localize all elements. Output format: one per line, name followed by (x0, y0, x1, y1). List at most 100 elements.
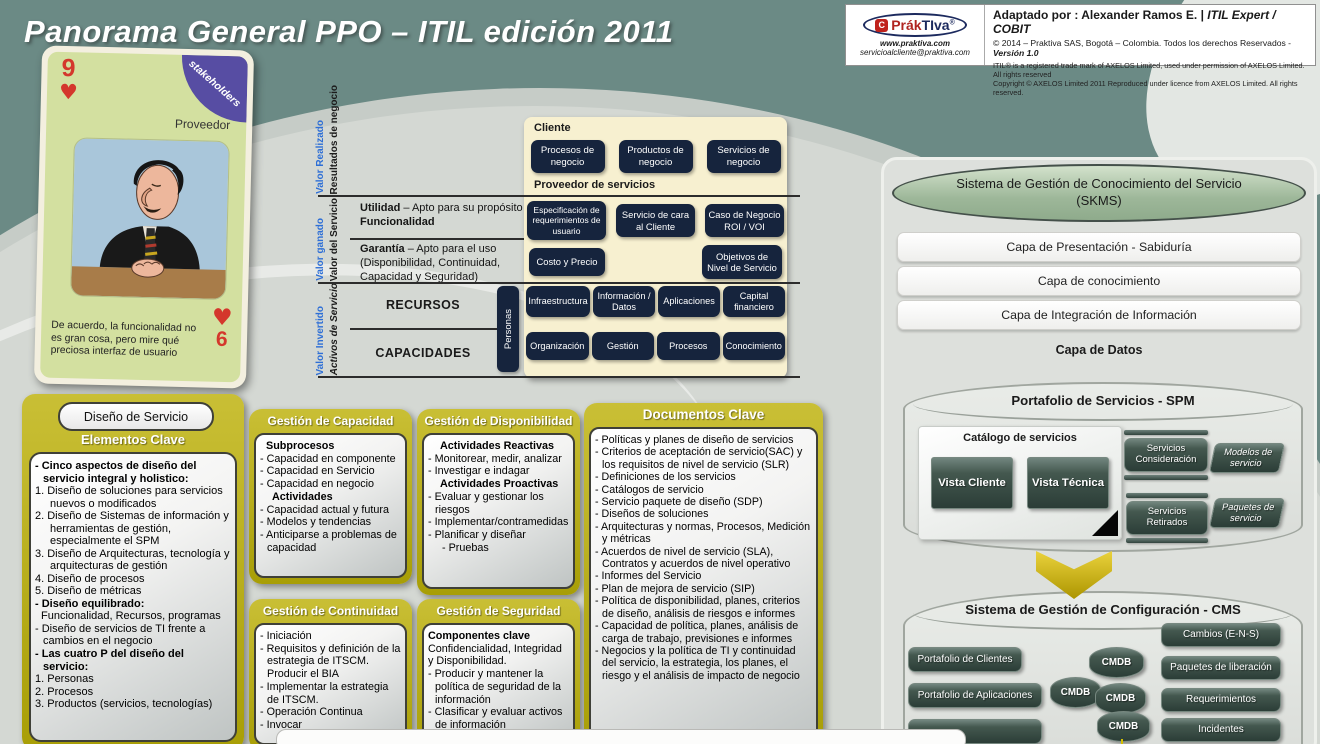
gestion-continuidad-panel: Gestión de Continuidad - Iniciación- Req… (249, 599, 412, 744)
cliente-heading: Cliente (534, 122, 571, 134)
gestion-capacidad-panel: Gestión de Capacidad Subprocesos- Capaci… (249, 409, 412, 584)
corner-triangle (1092, 510, 1118, 536)
capacidad-box: Conocimiento (722, 332, 785, 360)
gestion-continuidad-list: - Iniciación- Requisitos y definición de… (254, 623, 407, 744)
elementos-clave-list: - Cinco aspectos de diseño del servicio … (29, 452, 237, 742)
legal-line-2: Copyright © AXELOS Limited 2011 Reproduc… (993, 79, 1298, 97)
disponibilidad-item: - Pruebas (442, 541, 489, 554)
connector-line (1121, 739, 1123, 744)
capacidad-item: - Capacidad actual y futura (260, 503, 390, 516)
seguridad-item: - Clasificar y evaluar activos de inform… (428, 706, 563, 732)
value-row-1-labels: Valor Realizado Resultados de negocio (315, 85, 340, 194)
capacidad-item: Actividades (272, 490, 333, 503)
gestion-disponibilidad-list: Actividades Reactivas- Monitorear, medir… (422, 433, 575, 589)
praktiva-logo: C PrákTIva® (863, 13, 967, 37)
divider-line (318, 195, 800, 197)
heart-icon: ♥ (58, 79, 79, 105)
activos-servicio-label: Activos de Servicio (328, 282, 340, 375)
value-row-2-labels: Valor ganado Valor del Servicio (315, 198, 340, 281)
diseno-item: - Las cuatro P del diseño del servicio: (35, 647, 184, 673)
continuidad-item: - Implementar la estrategia de ITSCM. (260, 680, 389, 706)
documentos-clave-title: Documentos Clave (642, 407, 765, 422)
diseno-servicio-title: Diseño de Servicio (58, 402, 214, 431)
diseno-item: 1. Diseño de soluciones para servicios n… (35, 485, 223, 510)
diseno-item: - Cinco aspectos de diseño del servicio … (35, 460, 197, 485)
documento-item: - Servicio paquete de diseño (SDP) (595, 496, 763, 509)
utilidad-box: Especificación de requerimientos de usua… (527, 201, 606, 240)
spm-cylinder-rim (913, 387, 1293, 421)
capa-de-datos-label: Capa de Datos (1055, 343, 1143, 357)
capacidad-item: - Capacidad en negocio (260, 478, 375, 491)
paquetes-liberacion-box: Paquetes de liberación (1161, 656, 1281, 680)
stack-bar (1126, 493, 1208, 498)
recurso-box: Aplicaciones (658, 286, 720, 317)
card-rank-top: 9 (61, 53, 76, 83)
diseno-item: 3. Productos (servicios, tecnologías) (35, 698, 213, 711)
diseno-item: - Diseño de servicios de TI frente a cam… (35, 622, 206, 648)
cms-title: Sistema de Gestión de Configuración - CM… (965, 602, 1241, 617)
continuidad-item: - Invocar (260, 719, 303, 732)
attribution-block: Adaptado por : Alexander Ramos E. | ITIL… (985, 5, 1315, 97)
portafolio-aplicaciones-box: Portafolio de Aplicaciones (908, 683, 1042, 708)
gestion-disponibilidad-title: Gestión de Disponibilidad (424, 413, 573, 428)
utilidad-description: Utilidad – Apto para su propósito Funcio… (360, 202, 523, 228)
capacidad-item: - Anticiparse a problemas de capacidad (260, 529, 397, 554)
servicios-retirados-box: Servicios Retirados (1126, 501, 1208, 535)
stakeholders-badge: stakeholders (180, 54, 248, 123)
skms-layer-bar: Capa de conocimiento (897, 266, 1301, 296)
vista-tecnica-box: Vista Técnica (1027, 457, 1109, 509)
servicios-consideracion-stack: Servicios Consideración (1124, 430, 1208, 480)
documento-item: - Definiciones de los servicios (595, 471, 736, 484)
cartoon-man-graphic (71, 138, 229, 300)
header-attribution: C PrákTIva® www.praktiva.com servicioalc… (845, 4, 1316, 97)
diseno-item: 3. Diseño de Arquitecturas, tecnología y… (35, 547, 230, 573)
cliente-box: Procesos de negocio (530, 140, 605, 173)
card-face: 9 ♥ stakeholders Proveedor (40, 51, 248, 383)
bottom-callout-partial (276, 729, 966, 744)
brand-website: www.praktiva.com (880, 39, 950, 48)
valor-realizado-label: Valor Realizado (315, 120, 326, 194)
catalogo-title: Catálogo de servicios (963, 432, 1077, 444)
value-row-3-labels: Valor Invertido Activos de Servicio (315, 282, 340, 375)
gestion-disponibilidad-panel: Gestión de Disponibilidad Actividades Re… (417, 409, 580, 595)
recurso-box: Infraestructura (526, 286, 590, 317)
cliente-box: Servicios de negocio (706, 140, 781, 173)
stack-bar (1124, 430, 1208, 435)
diseno-servicio-panel: Diseño de Servicio Elementos Clave - Cin… (22, 394, 244, 744)
stack-bar (1124, 475, 1208, 480)
garantia-box-row: Costo y Precio Objetivos de Nivel de Ser… (529, 245, 782, 279)
diseno-item: 5. Diseño de métricas (35, 585, 142, 598)
documento-item: - Arquitecturas y normas, Procesos, Medi… (595, 520, 811, 546)
stakeholder-playing-card: 9 ♥ stakeholders Proveedor (33, 45, 255, 389)
capacidad-box: Procesos (657, 332, 720, 360)
disponibilidad-item: Actividades Reactivas (440, 440, 555, 452)
gestion-continuidad-title: Gestión de Continuidad (262, 603, 399, 618)
cmdb-cylinder: CMDB (1050, 677, 1101, 708)
spm-cylinder: Portafolio de Servicios - SPM Catálogo d… (903, 382, 1303, 552)
service-provider-panel: Cliente Procesos de negocio Productos de … (524, 117, 787, 378)
disponibilidad-item: - Evaluar y gestionar los riesgos (428, 490, 544, 516)
cliente-box: Productos de negocio (618, 140, 693, 173)
skms-title: Sistema de Gestión de Conocimiento del S… (956, 176, 1242, 192)
documento-item: - Informes del Servicio (595, 570, 702, 583)
utilidad-box-row: Especificación de requerimientos de usua… (527, 201, 784, 240)
documento-item: - Criterios de aceptación de servicio(SA… (595, 446, 803, 471)
disponibilidad-item: - Investigar e indagar (428, 465, 530, 478)
recursos-label: RECURSOS (385, 298, 461, 312)
disponibilidad-item: Actividades Proactivas (440, 478, 559, 491)
divider-line (318, 282, 800, 284)
capacidades-label: CAPACIDADES (375, 345, 471, 360)
personas-box: Personas (497, 286, 519, 372)
capacidad-item: - Capacidad en componente (260, 452, 396, 465)
servicios-retirados-stack: Servicios Retirados (1126, 493, 1208, 543)
gestion-seguridad-title: Gestión de Seguridad (436, 603, 561, 618)
logo-wordmark: PrákTIva® (891, 17, 955, 33)
paquetes-servicio-box: Paquetes de servicio (1208, 498, 1286, 528)
divider-line (350, 328, 497, 330)
cmdb-cylinder: CMDB (1097, 711, 1150, 742)
diseno-item: 2. Procesos (35, 685, 94, 698)
